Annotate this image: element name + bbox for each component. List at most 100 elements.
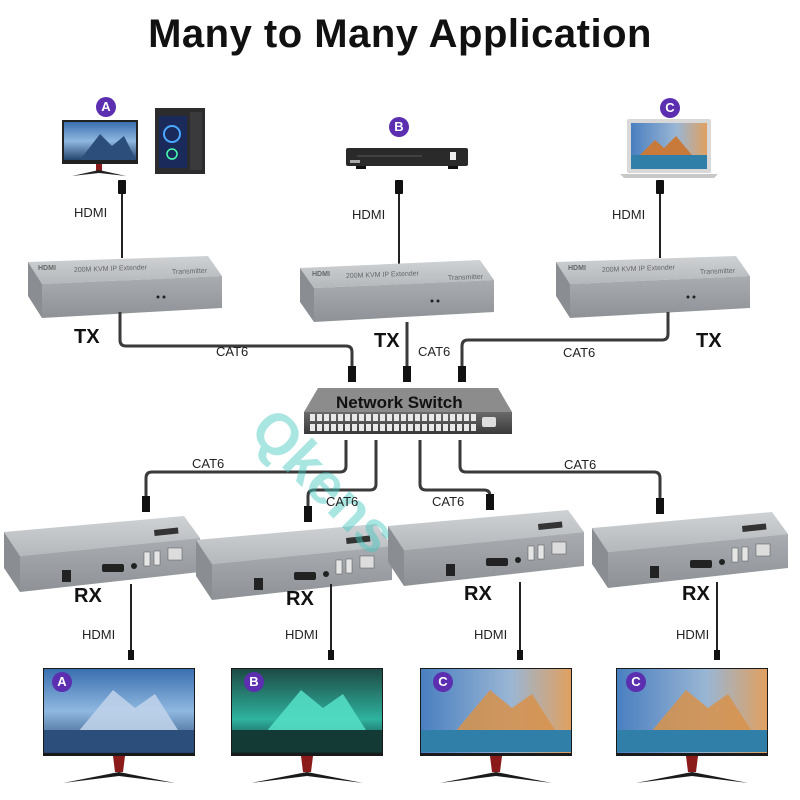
monitor-stand-neck [686, 756, 698, 772]
hdmi-plug-icon [128, 650, 134, 660]
rx-label: RX [286, 588, 314, 610]
rx-unit-3 [388, 510, 584, 586]
hdmi-cables-rx [130, 582, 718, 658]
hdmi-plug-icon [714, 650, 720, 660]
tx-label: TX [74, 326, 100, 348]
hdmi-label: HDMI [352, 207, 386, 222]
rx-side [4, 532, 20, 592]
hdmi-logo-icon [742, 523, 767, 532]
switch-port [422, 414, 427, 421]
switch-port [345, 414, 350, 421]
rj45-plug-icon [458, 366, 466, 382]
rj45-plug-icon [304, 506, 312, 522]
cat6-label: CAT6 [326, 494, 359, 509]
switch-port [450, 414, 455, 421]
hdmi-label: HDMI [676, 627, 710, 642]
switch-port [408, 414, 413, 421]
monitor-stand-base [63, 772, 175, 783]
hdmi-plug-icon [517, 650, 523, 660]
hdmi-out-port-icon [294, 572, 316, 580]
hdmi-label: HDMI [474, 627, 508, 642]
svg-text:Transmitter: Transmitter [700, 268, 736, 276]
display-badge-a: A [52, 672, 72, 692]
cat6-label: CAT6 [563, 345, 596, 360]
switch-port [457, 424, 462, 431]
switch-port [345, 424, 350, 431]
switch-port [338, 424, 343, 431]
switch-port [310, 424, 315, 431]
screen-scene-mountains [73, 690, 183, 738]
svg-text:Transmitter: Transmitter [448, 274, 484, 282]
ethernet-port-icon [359, 555, 375, 569]
svg-text:200M KVM IP Extender: 200M KVM IP Extender [74, 264, 148, 274]
usb-port-icon [345, 558, 353, 574]
switch-port [380, 424, 385, 431]
source-c-laptop [620, 119, 718, 178]
usb-port-icon [335, 559, 343, 575]
usb-port-icon [537, 544, 545, 560]
ir-in-port-icon [719, 559, 725, 565]
cat6-cables-rx [144, 440, 662, 520]
monitor-stand-neck [301, 756, 313, 772]
ethernet-port-icon [551, 541, 567, 555]
switch-port [394, 414, 399, 421]
rx-unit-4 [592, 512, 788, 588]
display-badge-c: C [433, 672, 453, 692]
switch-port [324, 414, 329, 421]
hdmi-logo-icon [154, 527, 179, 536]
network-switch-label: Network Switch [336, 393, 463, 412]
rx-label: RX [464, 583, 492, 605]
ir-in-port-icon [515, 557, 521, 563]
network-switch [304, 388, 512, 434]
switch-port [331, 424, 336, 431]
switch-port [415, 414, 420, 421]
switch-port [394, 424, 399, 431]
switch-port [352, 414, 357, 421]
switch-port [310, 414, 315, 421]
rx-side [388, 526, 404, 586]
tx-unit-1: HDMI 200M KVM IP Extender Transmitter [28, 256, 222, 318]
switch-port [373, 414, 378, 421]
rx-side [592, 528, 608, 588]
svg-text:HDMI: HDMI [568, 265, 586, 272]
tx-label: TX [696, 330, 722, 352]
screen-scene-mountains [450, 690, 560, 738]
hdmi-logo-icon [538, 521, 563, 530]
hdmi-plug-icon [118, 180, 126, 194]
switch-port [324, 424, 329, 431]
usb-port-icon [153, 550, 161, 566]
source-a-desktop-pc [155, 108, 205, 174]
switch-port [380, 414, 385, 421]
switch-port [436, 414, 441, 421]
source-b-dvd-player [346, 148, 468, 169]
rx-top [196, 524, 392, 564]
usb-port-icon [741, 546, 749, 562]
switch-port [422, 424, 427, 431]
display-monitors [43, 668, 768, 783]
ethernet-port-icon [755, 543, 771, 557]
dc-power-port-icon [650, 566, 659, 578]
screen-scene-mountains [261, 690, 371, 738]
hdmi-logo-icon [346, 535, 371, 544]
rj45-plug-icon [486, 494, 494, 510]
hdmi-label: HDMI [612, 207, 646, 222]
switch-port [338, 414, 343, 421]
switch-port [415, 424, 420, 431]
display-badge-b: B [244, 672, 264, 692]
hdmi-out-port-icon [486, 558, 508, 566]
switch-port [443, 414, 448, 421]
ethernet-port-icon [167, 547, 183, 561]
ir-in-port-icon [131, 563, 137, 569]
switch-port [373, 424, 378, 431]
switch-port [429, 414, 434, 421]
monitor-stand-base [636, 772, 748, 783]
switch-port [457, 414, 462, 421]
tx-unit-3: HDMI 200M KVM IP Extender Transmitter [556, 256, 750, 318]
cat6-label: CAT6 [432, 494, 465, 509]
source-badge-c: C [660, 98, 680, 118]
hdmi-out-port-icon [102, 564, 124, 572]
switch-port [408, 424, 413, 431]
cat6-label: CAT6 [418, 344, 451, 359]
switch-port [429, 424, 434, 431]
monitor-stand-base [251, 772, 363, 783]
